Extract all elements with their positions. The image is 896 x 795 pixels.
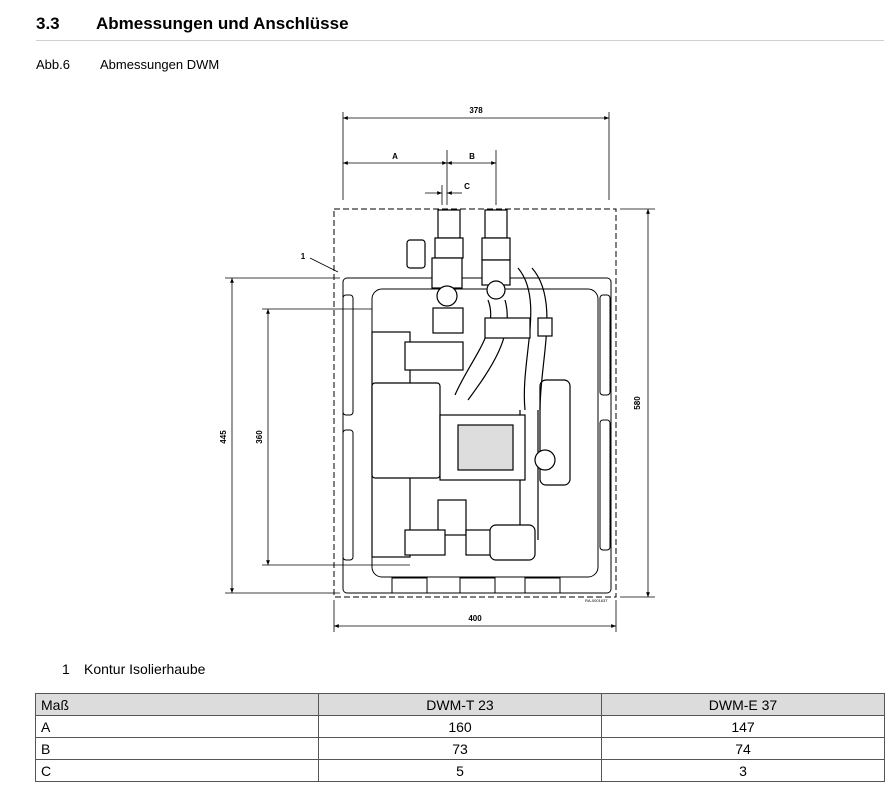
table-cell: A — [35, 715, 319, 738]
table-header-row: Maß DWM-T 23 DWM-E 37 — [35, 693, 885, 716]
dim-c: C — [425, 182, 470, 205]
insulation-hood-contour — [333, 208, 617, 598]
table-row: C 5 3 — [35, 759, 885, 782]
table-cell: 74 — [601, 737, 885, 760]
dim-378: 378 — [342, 106, 610, 200]
table-header-mass: Maß — [35, 693, 319, 716]
dim-label-a: A — [392, 152, 398, 161]
figure-title: Abmessungen DWM — [100, 57, 220, 72]
controller-box — [371, 382, 441, 479]
dim-580: 580 — [620, 208, 655, 598]
legend-number: 1 — [62, 661, 70, 677]
drawing-code: RA-0001637 — [585, 598, 608, 603]
lower-fittings — [404, 499, 536, 561]
dim-label-445: 445 — [219, 430, 228, 444]
dimensions-table: Maß DWM-T 23 DWM-E 37 A 160 147 B 73 74 … — [35, 693, 885, 782]
dim-label-b: B — [469, 152, 475, 161]
table-cell: B — [35, 737, 319, 760]
pipework — [454, 267, 571, 540]
table-cell: 73 — [318, 737, 602, 760]
section-number: 3.3 — [36, 14, 60, 33]
section-title: Abmessungen und Anschlüsse — [96, 14, 349, 33]
table-cell: 5 — [318, 759, 602, 782]
callout-1: 1 — [301, 252, 339, 273]
dim-a-b: A B — [343, 150, 497, 205]
figure-label: Abb.6 — [36, 57, 70, 72]
table-row: B 73 74 — [35, 737, 885, 760]
connection-fittings — [404, 209, 553, 371]
table-cell: 3 — [601, 759, 885, 782]
table-cell: C — [35, 759, 319, 782]
legend-text: Kontur Isolierhaube — [84, 661, 206, 677]
dim-360: 360 — [255, 308, 410, 566]
table-header-dwm-e37: DWM-E 37 — [601, 693, 885, 716]
table-cell: 160 — [318, 715, 602, 738]
table-header-dwm-t23: DWM-T 23 — [318, 693, 602, 716]
dim-400: 400 — [333, 600, 617, 632]
heading-divider — [36, 40, 884, 41]
table-cell: 147 — [601, 715, 885, 738]
mounting-frame — [342, 277, 612, 594]
dim-label-400: 400 — [468, 614, 482, 623]
table-row: A 160 147 — [35, 715, 885, 738]
callout-1-label: 1 — [301, 252, 306, 261]
dim-label-360: 360 — [255, 430, 264, 444]
dim-label-580: 580 — [633, 396, 642, 410]
dimension-drawing: 378 A B C 580 445 360 — [219, 106, 655, 632]
circulation-pump — [439, 414, 556, 481]
dim-label-378: 378 — [469, 106, 483, 115]
dim-445: 445 — [219, 277, 340, 594]
dim-label-c: C — [464, 182, 470, 191]
